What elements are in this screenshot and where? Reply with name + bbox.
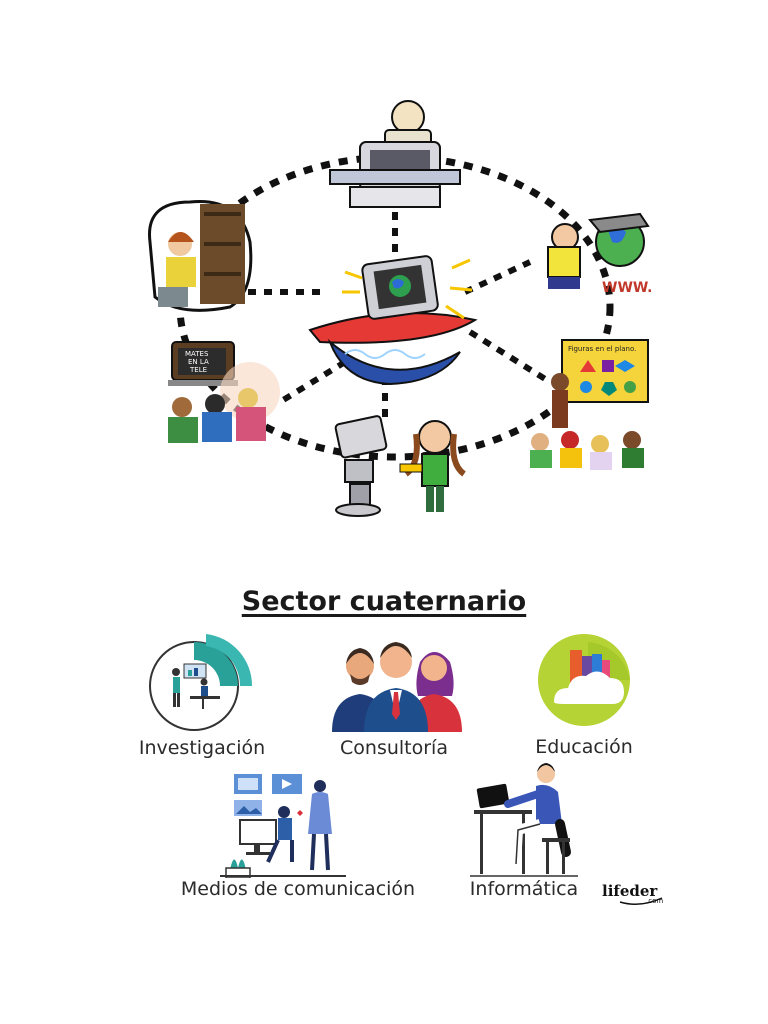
center-computer	[308, 255, 478, 386]
network-illustration: WWW. MATES EN LA TELE Figuras en el plan…	[148, 100, 653, 517]
library-reader	[148, 200, 253, 312]
board-text: Figuras en el plano.	[568, 345, 636, 353]
robot-and-girl	[334, 415, 466, 517]
section-title: Sector cuaternario	[241, 586, 527, 617]
tv-text-3: TELE	[189, 366, 207, 374]
network-spokes	[240, 212, 552, 422]
media-label: Medios de comunicación	[180, 878, 416, 900]
classroom-teacher: Figuras en el plano.	[530, 339, 649, 470]
lifeder-logo: lifeder	[602, 882, 658, 900]
consulting-label: Consultoría	[340, 737, 448, 759]
top-professor-computer	[329, 100, 461, 208]
computing-icon	[470, 763, 578, 877]
education-label: Educación	[535, 736, 633, 758]
research-icon	[149, 634, 253, 731]
consulting-icon	[332, 642, 462, 732]
logo-swoosh-icon	[619, 897, 663, 905]
education-icon	[538, 634, 630, 726]
student-globe: WWW.	[547, 212, 653, 296]
tv-classroom: MATES EN LA TELE	[168, 341, 280, 443]
www-text: WWW.	[602, 280, 653, 296]
research-label: Investigación	[138, 737, 266, 759]
tv-text-2: EN LA	[188, 358, 209, 366]
computing-label: Informática	[469, 878, 579, 900]
tv-text-1: MATES	[185, 350, 209, 358]
media-icon	[220, 774, 346, 878]
